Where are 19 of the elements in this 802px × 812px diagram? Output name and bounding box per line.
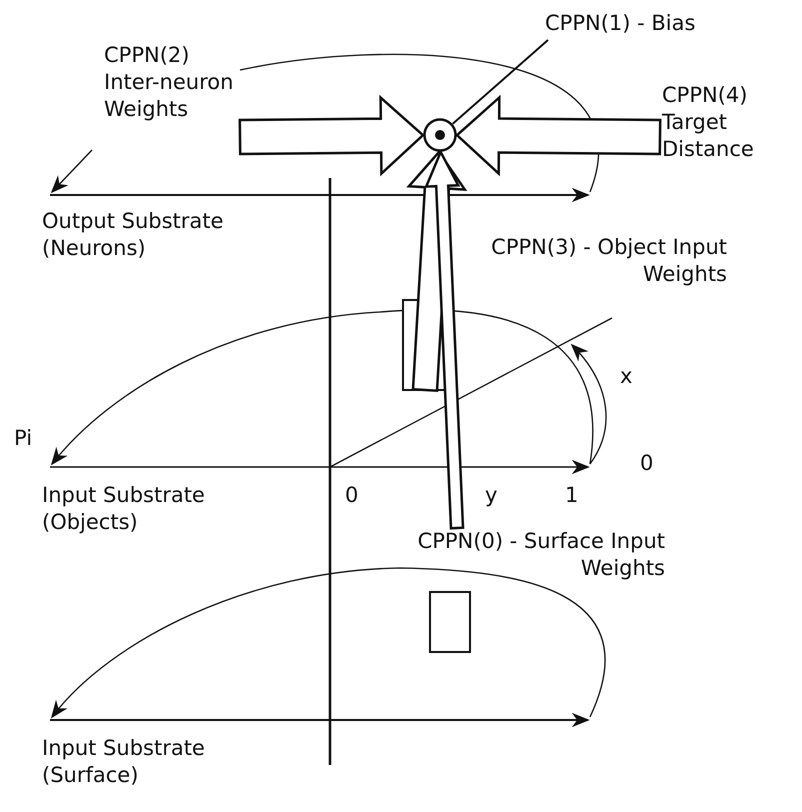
tick-label: 0 [345,482,360,509]
substrate-label: Input Substrate (Surface) [42,735,206,789]
cppn-label: CPPN(3) - Object Input Weights [472,234,727,288]
block-arrow [455,94,662,176]
axis-label: x [620,363,634,390]
tick-label: 1 [565,482,580,509]
substrate-label: Input Substrate (Objects) [42,482,206,536]
cppn-label: CPPN(2) Inter-neuron Weights [104,42,238,123]
substrate-label: Output Substrate (Neurons) [42,208,224,262]
block-arrow [424,149,464,530]
neuron-circle [423,118,457,152]
block-arrow [238,94,425,176]
axis-label: y [485,482,498,509]
cppn-label: CPPN(1) - Bias [545,10,765,37]
leader-line [452,39,549,125]
cppn-label: CPPN(4) Target Distance [662,82,800,163]
axis-label: Pi [14,425,34,452]
tick-label: 0 [640,450,654,477]
cppn-label: CPPN(0) - Surface Input Weights [345,528,665,582]
